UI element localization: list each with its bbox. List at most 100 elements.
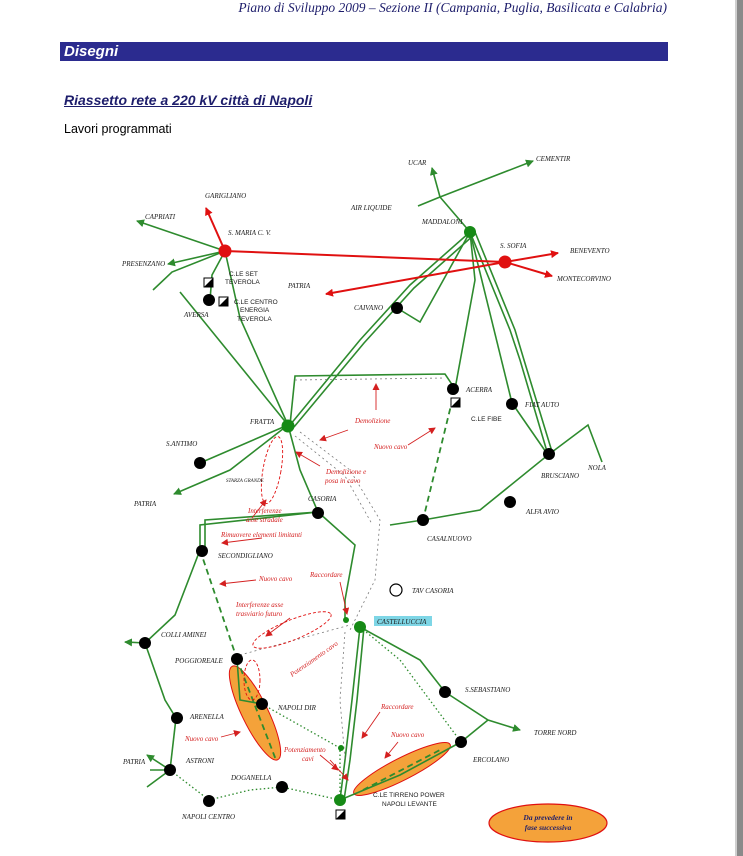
new-cable-poggioreale-doganella bbox=[236, 658, 277, 761]
hatched-lines bbox=[239, 377, 446, 761]
node-casoria bbox=[312, 507, 324, 519]
node-castelluccia bbox=[354, 621, 366, 633]
castelluccia-highlight bbox=[374, 616, 432, 626]
label-aversa: AVERSA bbox=[183, 311, 209, 319]
label-torre-nord: TORRE NORD bbox=[534, 729, 576, 737]
red-line-to-patria bbox=[325, 261, 506, 297]
ann-nuovo-cavo-right: Nuovo cavo bbox=[390, 731, 425, 739]
node-ssofia bbox=[498, 255, 512, 269]
node-tirreno-link bbox=[338, 745, 344, 751]
dotted-lines bbox=[169, 626, 462, 801]
line-maddaloni-fratta-b bbox=[293, 233, 476, 428]
label-air-liquide: AIR LIQUIDE bbox=[350, 204, 392, 212]
hatch-fratta-casalnuovo bbox=[294, 435, 373, 525]
line-fratta-acerra-a bbox=[289, 373, 456, 426]
arrow-demolizione-posa bbox=[295, 451, 321, 467]
label-fratta: FRATTA bbox=[249, 418, 275, 426]
label-napoli-centro: NAPOLI CENTRO bbox=[181, 813, 235, 821]
new-cable-secondigliano-poggioreale bbox=[199, 549, 238, 660]
label-smaria: S. MARIA C. V. bbox=[228, 229, 271, 237]
label-caivano: CAIVANO bbox=[354, 304, 383, 312]
line-aversa-fratta bbox=[179, 291, 289, 426]
line-fratta-santimo bbox=[199, 424, 289, 464]
arrow-rimuovere bbox=[221, 537, 263, 546]
ann-nuovo-cavo-left: Nuovo cavo bbox=[184, 735, 219, 743]
label-poggioreale: POGGIOREALE bbox=[174, 657, 224, 665]
node-maddaloni bbox=[464, 226, 476, 238]
label-benevento: BENEVENTO bbox=[570, 247, 610, 255]
node-secondigliano bbox=[196, 545, 208, 557]
label-ercolano: ERCOLANO bbox=[472, 756, 509, 764]
red-line-to-benevento bbox=[504, 250, 559, 263]
node-smaria bbox=[218, 244, 232, 258]
arrow-nuovo-cavo-mid bbox=[219, 579, 257, 587]
ann-nuovo-cavo-mid: Nuovo cavo bbox=[258, 575, 293, 583]
label-centro-energia-1: C.LE CENTRO bbox=[234, 299, 278, 306]
line-to-capriati bbox=[136, 219, 226, 252]
node-ssebastiano bbox=[439, 686, 451, 698]
hatch-castelluccia-south bbox=[339, 631, 346, 761]
section-title: Disegni bbox=[64, 43, 119, 60]
label-castelluccia: CASTELLUCCIA bbox=[377, 618, 427, 626]
future-phase-note: Da prevedere in fase successiva bbox=[488, 803, 608, 843]
label-garigliano: GARIGLIANO bbox=[205, 192, 246, 200]
new-cable-lines bbox=[199, 388, 456, 791]
ann-potenziamento-2: cavi bbox=[302, 755, 314, 763]
annotation-arrows bbox=[219, 383, 436, 781]
line-to-presenzano bbox=[167, 250, 226, 267]
node-acerra bbox=[447, 383, 459, 395]
substation-nodes bbox=[139, 226, 555, 807]
label-casalnuovo: CASALNUOVO bbox=[427, 535, 472, 543]
label-tirreno-2: NAPOLI LEVANTE bbox=[382, 801, 437, 808]
plant-set-teverola-icon bbox=[203, 277, 214, 288]
label-patria-left: PATRIA bbox=[133, 500, 157, 508]
hatch-fratta-acerra bbox=[294, 377, 446, 381]
label-astroni: ASTRONI bbox=[185, 757, 215, 765]
arrow-interferenze bbox=[251, 499, 267, 519]
page-header: Piano di Sviluppo 2009 – Sezione II (Cam… bbox=[0, 0, 743, 20]
label-presenzano: PRESENZANO bbox=[121, 260, 165, 268]
label-patria-red: PATRIA bbox=[287, 282, 311, 290]
node-doganella bbox=[276, 781, 288, 793]
new-cable-tirreno bbox=[362, 749, 441, 791]
label-set-teverola-2: TEVEROLA bbox=[225, 279, 260, 286]
dotted-castelluccia-ercolano bbox=[359, 626, 462, 743]
red-lines bbox=[205, 207, 559, 297]
label-tav-casoria: TAV CASORIA bbox=[412, 587, 454, 595]
line-ercolano-tirreno bbox=[339, 741, 462, 801]
ann-demolizione-posa-1: Demolizione e bbox=[325, 468, 366, 476]
line-secondigliano-colli bbox=[144, 549, 201, 644]
node-tav-casoria bbox=[389, 583, 403, 597]
label-set-teverola-1: C.LE SET bbox=[229, 271, 258, 278]
label-tirreno-1: C.LE TIRRENO POWER bbox=[373, 792, 445, 799]
node-fiat-auto bbox=[506, 398, 518, 410]
ann-raccordare-bottom: Raccordare bbox=[380, 703, 414, 711]
line-smaria-fratta bbox=[224, 250, 289, 426]
arrow-nuovo-cavo-top bbox=[407, 427, 436, 446]
plant-centro-energia-icon bbox=[218, 296, 229, 307]
arrow-raccordare-top bbox=[339, 581, 350, 615]
arrow-demolizione-2 bbox=[319, 429, 349, 442]
node-santimo bbox=[194, 457, 206, 469]
line-maddaloni-casalnuovo-a bbox=[422, 231, 549, 521]
label-casoria: CASORIA bbox=[308, 495, 337, 503]
arrow-nuovo-cavo-left bbox=[220, 730, 241, 738]
label-centro-energia-3: TEVEROLA bbox=[237, 316, 272, 323]
plant-tirreno-icon bbox=[335, 809, 346, 820]
dotted-napoli-dir-tirreno bbox=[261, 703, 341, 800]
note-line-1: Da prevedere in bbox=[522, 813, 572, 822]
intro-text: Lavori programmati bbox=[64, 122, 172, 136]
label-patria-bottom: PATRIA bbox=[122, 758, 146, 766]
page-edge-shadow bbox=[735, 0, 737, 856]
ann-demolizione-posa-2: posa in cavo bbox=[324, 477, 361, 485]
ann-potenziamento-diag: Potenziamento cavo bbox=[288, 639, 340, 679]
label-montecorvino: MONTECORVINO bbox=[556, 275, 611, 283]
node-castelluccia-link bbox=[343, 617, 349, 623]
new-cable-acerra-casalnuovo bbox=[422, 388, 456, 521]
red-line-to-montecorvino bbox=[504, 261, 553, 278]
line-arenella-astroni bbox=[169, 717, 177, 771]
line-maddaloni-casalnuovo-b bbox=[474, 231, 554, 456]
node-napoli-centro bbox=[203, 795, 215, 807]
ann-rimuovere: Rimuovere elementi limitanti bbox=[220, 531, 302, 539]
line-castelluccia-ssebastiano bbox=[359, 626, 446, 693]
